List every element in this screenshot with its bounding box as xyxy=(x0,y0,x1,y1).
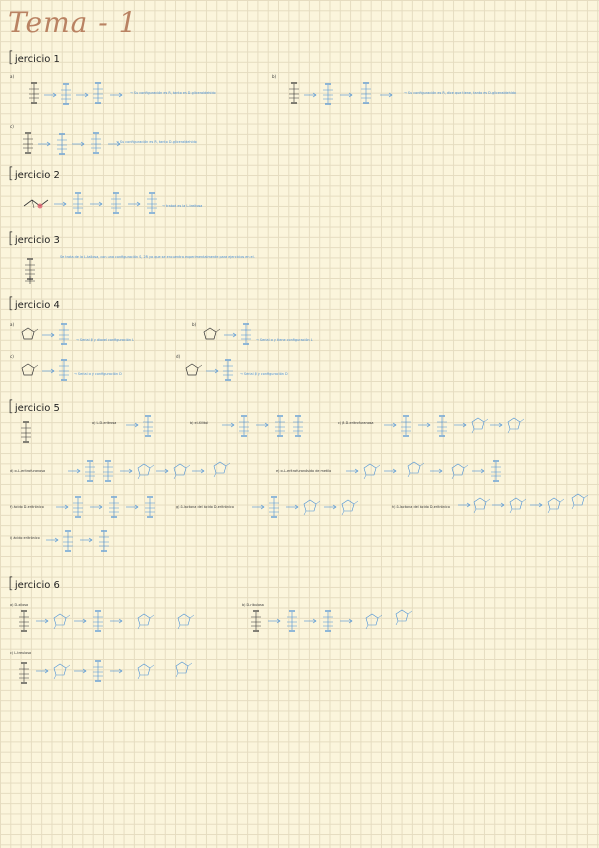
exercise-4-part-a-scheme xyxy=(21,322,70,346)
exercise-5-part-b-scheme xyxy=(222,414,304,438)
exercise-bracket: [ xyxy=(8,229,14,247)
exercise-3-note: Se trata de la L-tallosa, con una config… xyxy=(60,255,255,259)
exercise-5-part-d-scheme xyxy=(68,459,231,483)
exercise-3-title: jercicio 3 xyxy=(14,235,60,246)
exercise-6-part-c-label: c) L-treulosa xyxy=(10,651,32,655)
exercise-3-scheme xyxy=(24,257,36,284)
page-title: Tema - 1 xyxy=(8,6,138,39)
exercise-4-part-d-note: → Serial β y configuración D xyxy=(240,372,288,376)
exercise-4-part-b-scheme xyxy=(203,322,252,346)
exercise-1-part-c-scheme xyxy=(22,132,121,156)
exercise-4-part-d-label: d) xyxy=(176,354,181,359)
exercise-bracket: [ xyxy=(8,574,14,592)
exercise-6-part-a-scheme xyxy=(18,609,195,633)
exercise-4-part-a-note: → Serial β y dioxel configuración L xyxy=(76,338,134,342)
exercise-4-part-c-scheme xyxy=(21,358,70,382)
exercise-5-part-a-label: a) L-D-eritrosa xyxy=(92,421,117,425)
exercise-5-part-i-label: i) ácido eritrónico xyxy=(10,536,40,540)
exercise-1-part-a-label: a) xyxy=(10,74,15,79)
exercise-6-heading: [jercicio 6 xyxy=(8,574,60,592)
exercise-5-part-i-scheme xyxy=(46,529,110,553)
exercise-5-part-c-scheme xyxy=(384,414,525,438)
exercise-6-part-b-scheme xyxy=(250,609,413,633)
exercise-5-title: jercicio 5 xyxy=(14,403,60,414)
exercise-5-part-e-label: e) α-L-eritrofuranósido de metilo xyxy=(276,469,332,473)
exercise-6-part-c-scheme xyxy=(18,659,193,685)
exercise-5-part-h-scheme xyxy=(458,493,589,514)
exercise-4-part-b-label: b) xyxy=(192,322,197,327)
exercise-5-part-f-label: f) ácido D-eritrónico xyxy=(10,505,44,509)
exercise-5-part-e-scheme xyxy=(346,459,502,483)
exercise-2-note: → tratad es la L-treitosa xyxy=(162,204,203,208)
exercise-6-part-a-label: a) D-xilosa xyxy=(10,603,29,607)
exercise-5-part-g-label: g) δ-lactona del ácido D-eritrónico xyxy=(176,505,234,509)
exercise-5-part-d-label: d) α-L-eritrofuranosa xyxy=(10,469,46,473)
exercise-1-part-c-label: c) xyxy=(10,124,14,129)
exercise-5-reference-structure xyxy=(20,420,32,444)
exercise-1-part-b-note: → Su configuración es R, dice que tiene,… xyxy=(404,91,516,95)
exercise-1-part-a-note: → Su configuración es R, tanto es D-glic… xyxy=(130,91,216,95)
exercise-6-part-b-label: b) D-ribulosa xyxy=(242,603,264,607)
exercise-4-heading: [jercicio 4 xyxy=(8,294,60,312)
exercise-2-heading: [jercicio 2 xyxy=(8,164,60,182)
exercise-3-heading: [jercicio 3 xyxy=(8,229,60,247)
exercise-5-part-a-scheme xyxy=(126,414,154,438)
exercise-2-scheme xyxy=(23,192,158,215)
exercise-1-part-c-note: → Su configuración es R, tanto D-glicera… xyxy=(116,140,197,144)
exercise-bracket: [ xyxy=(8,164,14,182)
exercise-5-part-c-label: c) β-D-eritrofuranosa xyxy=(338,421,374,425)
exercise-1-title: jercicio 1 xyxy=(14,54,60,65)
exercise-6-title: jercicio 6 xyxy=(14,580,60,591)
exercise-bracket: [ xyxy=(8,48,14,66)
exercise-1-part-b-label: b) xyxy=(272,74,277,79)
exercise-4-part-c-label: c) xyxy=(10,354,14,359)
exercise-1-heading: [jercicio 1 xyxy=(8,48,60,66)
exercise-4-part-a-label: a) xyxy=(10,322,15,327)
exercise-4-title: jercicio 4 xyxy=(14,300,60,311)
exercise-5-part-g-scheme xyxy=(252,495,359,519)
exercise-5-part-f-scheme xyxy=(56,495,156,519)
exercise-4-part-c-note: → Serial α y configuración D xyxy=(74,372,122,376)
exercise-5-part-h-label: h) δ-lactona del ácido D-eritrónico xyxy=(392,505,450,509)
exercise-5-part-b-label: b) el-Xilitol xyxy=(190,421,209,425)
exercise-bracket: [ xyxy=(8,294,14,312)
exercise-4-part-b-note: → Serial α y tiene configuración L xyxy=(256,338,313,342)
exercise-4-part-d-scheme xyxy=(185,358,234,382)
exercise-2-title: jercicio 2 xyxy=(14,170,60,181)
exercise-1-part-a-scheme xyxy=(28,82,123,106)
exercise-5-heading: [jercicio 5 xyxy=(8,397,60,415)
exercise-1-part-b-scheme xyxy=(288,82,393,106)
exercise-bracket: [ xyxy=(8,397,14,415)
